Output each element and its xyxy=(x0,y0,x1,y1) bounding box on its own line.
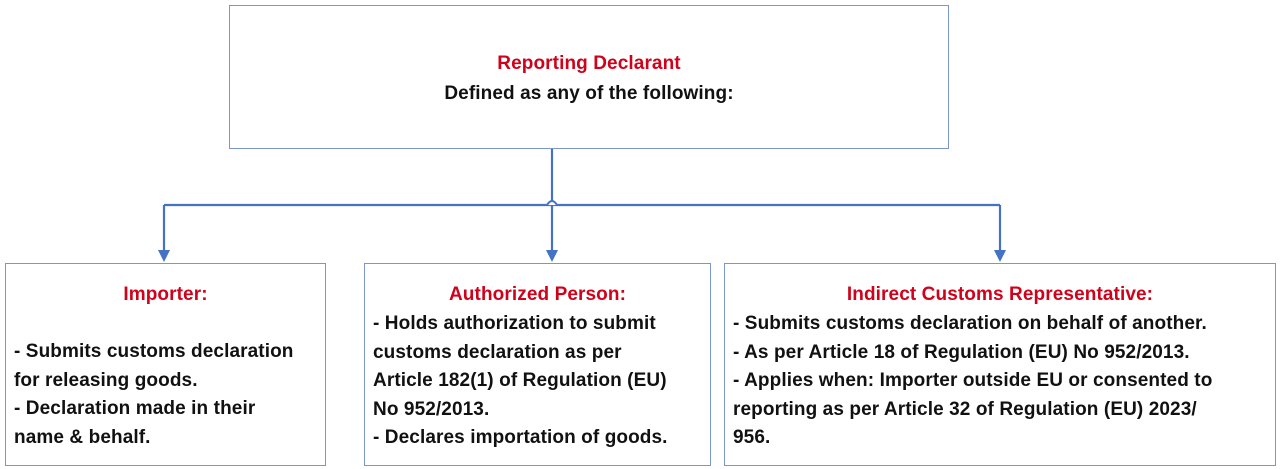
indirect-representative-line: reporting as per Article 32 of Regulatio… xyxy=(733,398,1197,420)
arrowhead-authorized-person xyxy=(546,250,558,262)
authorized-person-box: Authorized Person: - Holds authorization… xyxy=(364,263,711,466)
authorized-person-description: - Holds authorization to submit customs … xyxy=(373,310,704,453)
importer-line: for releasing goods. xyxy=(14,369,198,391)
indirect-representative-line: - Submits customs declaration on behalf … xyxy=(733,313,1207,334)
branch-junction-hop xyxy=(546,200,558,206)
reporting-declarant-subtitle: Defined as any of the following: xyxy=(444,83,734,104)
importer-line: - Declaration made in their xyxy=(14,398,256,419)
authorized-person-title: Authorized Person: xyxy=(448,284,627,305)
authorized-person-line: No 952/2013. xyxy=(373,398,490,420)
reporting-declarant-title: Reporting Declarant xyxy=(497,53,681,74)
indirect-customs-representative-title: Indirect Customs Representative: xyxy=(846,284,1154,305)
importer-box: Importer: - Submits customs declaration … xyxy=(5,263,326,466)
indirect-customs-representative-box: Indirect Customs Representative: - Submi… xyxy=(724,263,1276,466)
reporting-declarant-box: Reporting Declarant Defined as any of th… xyxy=(229,5,949,149)
importer-line: - Submits customs declaration xyxy=(14,341,294,362)
indirect-representative-line: 956. xyxy=(733,427,771,448)
importer-description: - Submits customs declaration for releas… xyxy=(14,338,319,452)
authorized-person-line: - Holds authorization to submit xyxy=(373,313,656,334)
indirect-representative-line: - As per Article 18 of Regulation (EU) N… xyxy=(733,341,1190,363)
arrowhead-indirect-representative xyxy=(994,250,1006,262)
authorized-person-line: customs declaration as per xyxy=(373,341,622,363)
importer-line: name & behalf. xyxy=(14,426,151,448)
authorized-person-line: - Declares importation of goods. xyxy=(373,427,668,448)
authorized-person-line: Article 182(1) of Regulation (EU) xyxy=(373,370,667,391)
importer-title: Importer: xyxy=(123,284,208,305)
indirect-representative-line: - Applies when: Importer outside EU or c… xyxy=(733,370,1213,391)
arrowhead-importer xyxy=(158,250,170,262)
indirect-customs-representative-description: - Submits customs declaration on behalf … xyxy=(733,310,1269,453)
